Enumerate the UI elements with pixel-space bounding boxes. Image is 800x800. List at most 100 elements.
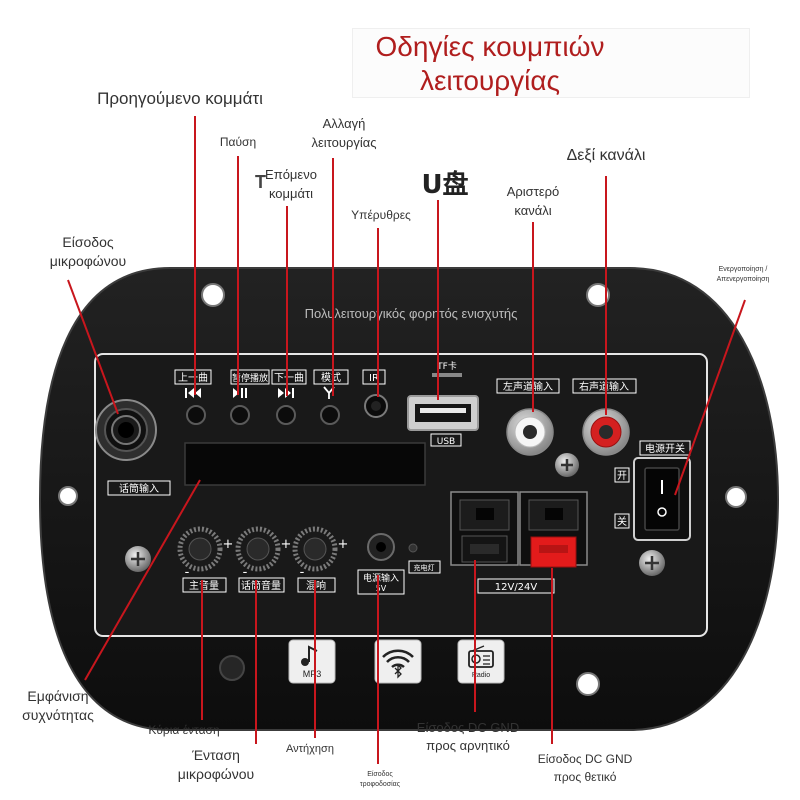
reverb-knob xyxy=(292,526,338,572)
button-label-box xyxy=(230,369,270,385)
bluetooth-wifi-icon xyxy=(374,639,422,684)
mounting-holes xyxy=(58,283,747,696)
speaker-terminal-negative xyxy=(450,491,519,566)
mic-volume-label: 话筒音量 xyxy=(241,579,281,592)
speaker-terminal-positive xyxy=(519,491,588,568)
label-dc-negative-line-1: Είσοδος DC GND xyxy=(416,720,520,735)
switch-off-box xyxy=(614,513,630,529)
music-note-icon xyxy=(288,639,336,684)
label-infrared: Υπέρυθρες xyxy=(351,208,411,222)
label-power-switch-line-2: Απενεργοποίηση xyxy=(716,276,770,283)
knob-plus: + xyxy=(338,537,349,552)
tf-card-slot xyxy=(432,373,462,377)
label-dc-positive-line-2: προς θετικό xyxy=(553,770,617,784)
mode-button-label: 模式 xyxy=(321,371,341,384)
mic-input-label-box xyxy=(107,480,171,496)
label-frequency-display: Εμφάνιση συχνότητας xyxy=(22,687,94,725)
label-mode-switch-line-2: λειτουργίας xyxy=(311,135,377,150)
right-channel-jack xyxy=(582,408,630,456)
knob-minus: - xyxy=(300,565,305,580)
label-left-channel-line-2: κανάλι xyxy=(514,203,552,218)
radio-label: Radio xyxy=(472,672,490,679)
switch-on-box xyxy=(614,467,630,483)
button-label-box xyxy=(313,369,349,385)
title-line-2: λειτουργίας xyxy=(419,65,561,96)
ir-label: IR xyxy=(369,373,379,384)
label-dc-gnd-positive: Είσοδος DC GND προς θετικό xyxy=(538,750,633,786)
label-power-input-line-1: Είσοδος xyxy=(367,771,393,778)
power-input-voltage: 5V xyxy=(376,584,387,593)
usb-port xyxy=(407,395,479,431)
usb-label-box xyxy=(430,433,462,447)
main-volume-label: 主音量 xyxy=(189,579,219,592)
switch-on-label: 开 xyxy=(617,471,627,482)
knob-plus: + xyxy=(281,537,292,552)
mic-volume-knob xyxy=(235,526,281,572)
label-reverb: Αντήχηση xyxy=(286,743,334,755)
screw-icon xyxy=(639,550,665,576)
label-frequency-display-line-1: Εμφάνιση xyxy=(27,688,89,704)
leader-mic-input xyxy=(67,279,119,415)
label-mic-input-line-1: Είσοδος xyxy=(62,234,114,250)
power-rocker-switch xyxy=(633,457,691,541)
diagram-title: Οδηγίες κουμπιών λειτουργίας xyxy=(376,30,605,98)
leader-lines xyxy=(67,116,746,764)
radio-icon xyxy=(457,639,505,684)
label-power-input-line-2: τροφοδοσίας xyxy=(359,781,401,788)
label-dc-negative-line-2: προς αρνητικό xyxy=(426,738,510,753)
leader-frequency-display xyxy=(84,479,201,681)
label-mic-input-line-2: μικροφώνου xyxy=(49,253,127,269)
left-input-label: 左声道输入 xyxy=(503,380,553,393)
label-right-channel: Δεξί κανάλι xyxy=(566,147,646,164)
label-next-track-line-1: Επόμενο xyxy=(265,167,317,182)
knob-plus: + xyxy=(223,537,234,552)
next-button-label: 下一曲 xyxy=(274,372,304,384)
cursor-glyph: T xyxy=(255,172,266,192)
label-microphone-volume: Ένταση μικροφώνου xyxy=(178,746,254,784)
mic-input-label: 话筒输入 xyxy=(119,482,159,495)
power-switch-label: 电源开关 xyxy=(645,442,685,455)
label-dc-positive-line-1: Είσοδος DC GND xyxy=(537,752,633,766)
button-label-box xyxy=(271,369,307,385)
right-input-label-box xyxy=(572,378,637,394)
label-main-volume: Κύρια ένταση xyxy=(148,723,220,737)
label-dc-gnd-negative: Είσοδος DC GND προς αρνητικό xyxy=(417,719,519,755)
voltage-label-box xyxy=(477,578,555,594)
label-next-track-line-2: κομμάτι xyxy=(268,186,314,201)
knob-minus: - xyxy=(243,565,248,580)
label-mic-volume-line-2: μικροφώνου xyxy=(177,766,255,782)
board-caption: Πολυλειτουργικός φορητός ενισχυτής xyxy=(305,306,518,321)
label-power-switch: Ενεργοποίηση / Απενεργοποίηση xyxy=(717,265,770,285)
label-frequency-display-line-2: συχνότητας xyxy=(22,707,94,723)
knob-label-box xyxy=(238,577,285,593)
screw-icon xyxy=(555,453,579,477)
label-power-switch-line-1: Ενεργοποίηση / xyxy=(718,266,768,273)
main-volume-knob xyxy=(177,526,223,572)
push-buttons xyxy=(186,405,340,425)
frequency-display xyxy=(184,442,426,486)
left-channel-jack xyxy=(506,408,554,456)
title-panel xyxy=(352,28,750,98)
label-usb-drive: U盘 xyxy=(421,170,469,200)
label-left-channel: Αριστερό κανάλι xyxy=(507,182,560,220)
play-pause-icon xyxy=(233,388,247,398)
switch-off-label: 关 xyxy=(617,515,627,528)
knob-label-box xyxy=(182,577,227,593)
label-next-track: Επόμενο κομμάτι xyxy=(265,165,317,203)
microphone-jack xyxy=(95,399,157,461)
usb-label: USB xyxy=(437,437,455,447)
previous-button-label: 上一曲 xyxy=(178,372,208,384)
power-input-label-box xyxy=(357,569,405,595)
infrared-receiver xyxy=(364,394,388,418)
label-previous-track: Προηγούμενο κομμάτι xyxy=(97,89,263,108)
knob-minus: - xyxy=(185,565,190,580)
leader-power-switch xyxy=(674,299,746,496)
charge-light-label: 充电灯 xyxy=(414,563,435,572)
label-power-input: Είσοδος τροφοδοσίας xyxy=(360,770,400,790)
knob-label-box xyxy=(297,577,336,593)
screw-icon xyxy=(125,546,151,572)
right-input-label: 右声道输入 xyxy=(579,380,629,393)
mp3-label: MP3 xyxy=(303,669,322,679)
